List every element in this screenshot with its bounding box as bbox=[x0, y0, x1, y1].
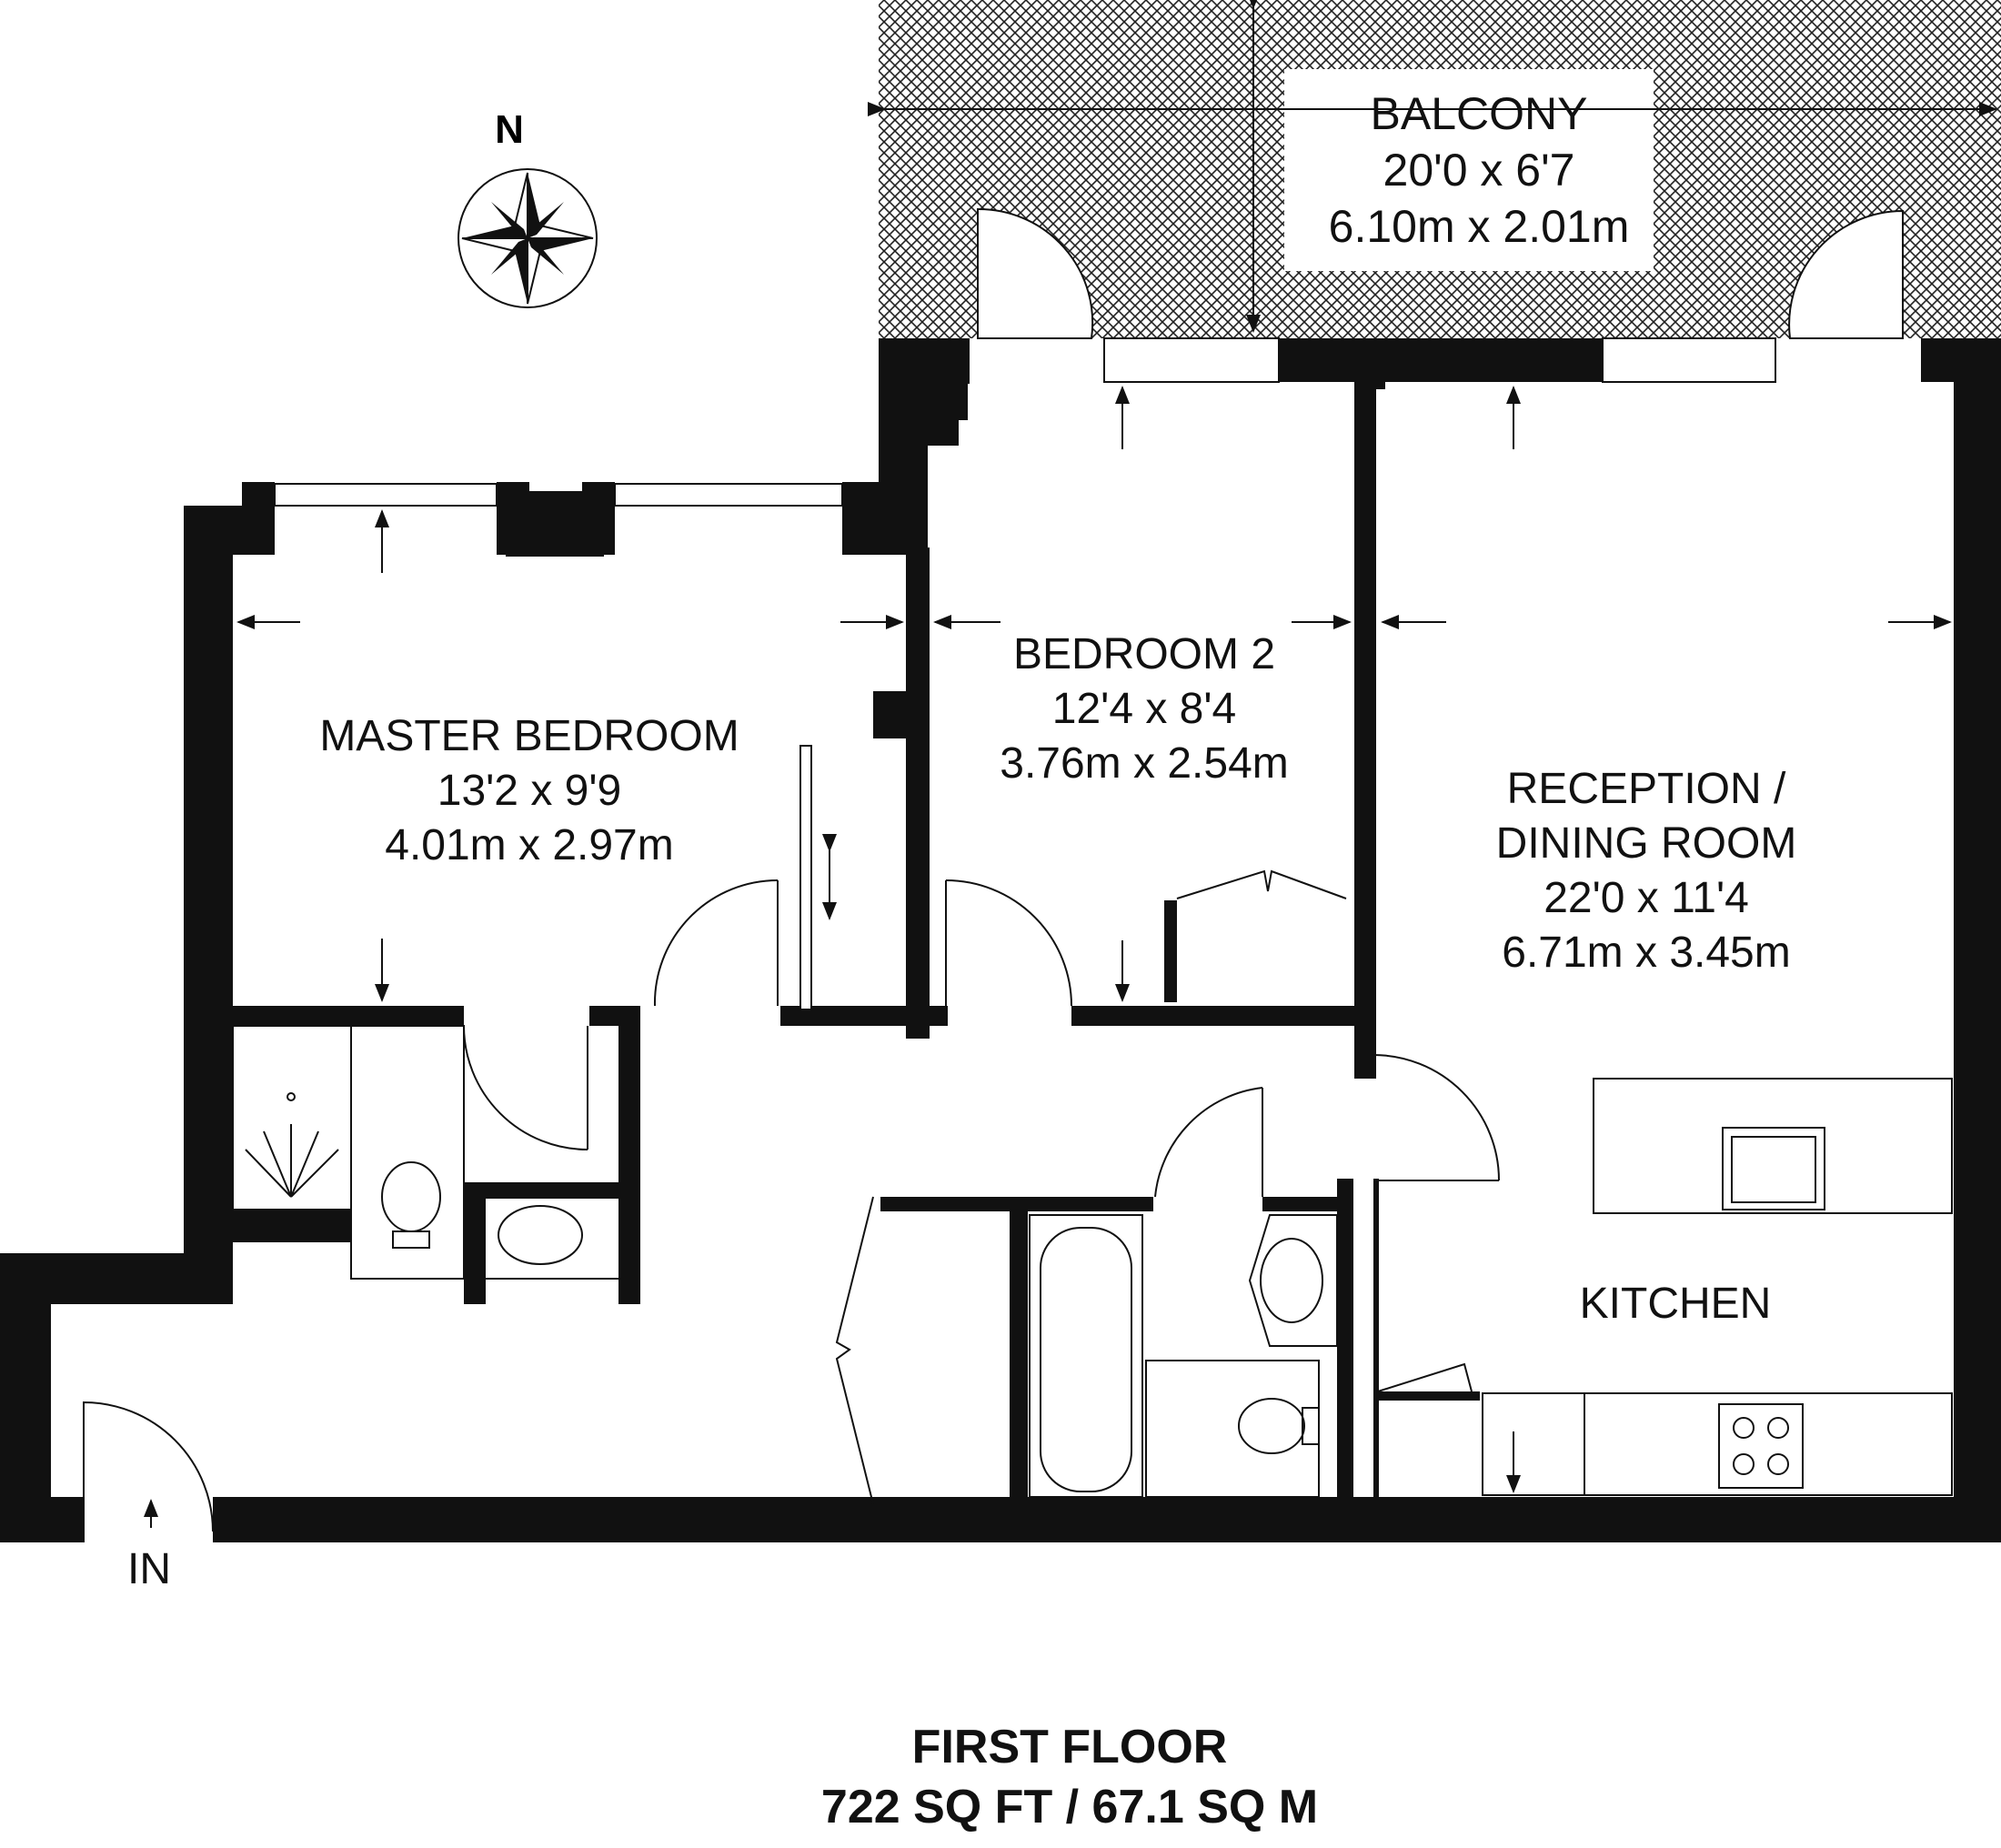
balcony-metric: 6.10m x 2.01m bbox=[1328, 201, 1630, 252]
floor-area: 722 SQ FT / 67.1 SQ M bbox=[820, 1781, 1319, 1833]
reception-name-2: DINING ROOM bbox=[1495, 819, 1797, 868]
dimension-arrows bbox=[144, 386, 1952, 1528]
balcony-doors bbox=[977, 207, 1904, 339]
master-bedroom-imperial: 13'2 x 9'9 bbox=[437, 767, 622, 815]
bedroom-2-metric: 3.76m x 2.54m bbox=[1000, 739, 1289, 788]
entrance-label: IN bbox=[127, 1542, 171, 1597]
floor-summary: FIRST FLOOR 722 SQ FT / 67.1 SQ M bbox=[821, 1717, 1318, 1837]
kitchen-name: KITCHEN bbox=[1579, 1280, 1772, 1328]
bedroom-2-imperial: 12'4 x 8'4 bbox=[1051, 685, 1237, 733]
compass-icon bbox=[458, 168, 598, 308]
reception-name-1: RECEPTION / bbox=[1506, 765, 1786, 813]
reception-label: RECEPTION / DINING ROOM 22'0 x 11'4 6.71… bbox=[1496, 762, 1797, 980]
master-bedroom-name: MASTER BEDROOM bbox=[319, 712, 739, 760]
walls bbox=[0, 338, 2001, 1542]
bedroom-2-label: BEDROOM 2 12'4 x 8'4 3.76m x 2.54m bbox=[1000, 628, 1288, 791]
balcony-imperial: 20'0 x 6'7 bbox=[1383, 145, 1575, 196]
floor-name: FIRST FLOOR bbox=[911, 1721, 1228, 1773]
reception-imperial: 22'0 x 11'4 bbox=[1543, 874, 1749, 922]
doors bbox=[83, 745, 1500, 1542]
reception-metric: 6.71m x 3.45m bbox=[1502, 929, 1791, 977]
balcony-label: BALCONY 20'0 x 6'7 6.10m x 2.01m bbox=[1329, 85, 1630, 255]
kitchen-label: KITCHEN bbox=[1580, 1277, 1772, 1331]
entrance-text: IN bbox=[127, 1545, 171, 1593]
master-bedroom-label: MASTER BEDROOM 13'2 x 9'9 4.01m x 2.97m bbox=[319, 709, 739, 873]
balcony-name: BALCONY bbox=[1370, 88, 1588, 139]
north-label: N bbox=[495, 107, 524, 152]
windows bbox=[274, 337, 1776, 507]
bedroom-2-name: BEDROOM 2 bbox=[1012, 630, 1276, 678]
fixtures bbox=[150, 1025, 1953, 1528]
master-bedroom-metric: 4.01m x 2.97m bbox=[385, 821, 674, 869]
